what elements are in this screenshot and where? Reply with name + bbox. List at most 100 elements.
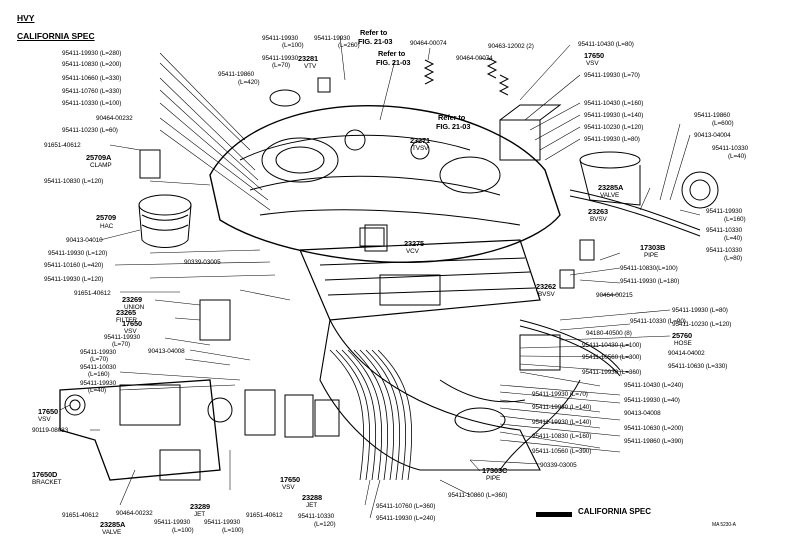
part-number: 23281 xyxy=(298,54,319,63)
part-label: 95411-10630 (L=330) xyxy=(668,363,728,370)
part-label: 95411-10330 xyxy=(712,145,749,152)
part-label: 95411-10830(L=100) xyxy=(620,265,678,272)
part-label: 95411-19930 (L=140) xyxy=(532,404,592,411)
part-label-length: (L=80) xyxy=(724,255,743,262)
reference-note: Refer to xyxy=(360,28,388,37)
part-label: 95411-19930 (L=70) xyxy=(532,391,588,398)
part-label: 95411-10030 xyxy=(80,364,117,371)
part-number: 23271 xyxy=(410,136,431,145)
part-label: 95411-10760 (L=330) xyxy=(62,88,122,95)
part-name: VSV xyxy=(282,484,295,491)
part-number: 25760 xyxy=(672,331,693,340)
part-label: 95411-10160 (L=420) xyxy=(44,262,104,269)
part-label: 90464-00074 xyxy=(456,55,493,62)
part-label: 90339-03005 xyxy=(184,259,221,266)
part-label: 95411-10330 xyxy=(706,247,743,254)
part-label: 95411-19930 xyxy=(154,519,191,526)
part-label: 90414-04002 xyxy=(668,350,705,357)
model-code: HVY xyxy=(17,13,35,23)
part-label: 90119-08083 xyxy=(32,427,69,434)
part-label: 95411-19930 xyxy=(104,334,141,341)
part-label: 95411-19930 (L=180) xyxy=(620,278,680,285)
part-label: 95411-19860 xyxy=(694,112,731,119)
part-number: 17650 xyxy=(280,475,301,484)
part-label: 95411-10430 (L=240) xyxy=(624,382,684,389)
part-label-length: (L=120) xyxy=(314,521,336,528)
part-label: 95411-19860 (L=390) xyxy=(624,438,684,445)
part-label: 95411-10660 (L=330) xyxy=(62,75,122,82)
part-label: 95411-19930 (L=70) xyxy=(584,72,640,79)
part-label: 95411-10330 (L=90) xyxy=(630,318,686,325)
reference-figure: FIG. 21-03 xyxy=(436,122,471,131)
legend-label: CALIFORNIA SPEC xyxy=(578,507,652,516)
part-label: 95411-10330 xyxy=(298,513,335,520)
part-label: 95411-10830 (L=120) xyxy=(44,178,104,185)
part-label: 91651-40612 xyxy=(246,512,283,519)
part-number: 17303C xyxy=(482,466,508,475)
part-label: 90413-04004 xyxy=(694,132,731,139)
part-label: 95411-19930 (L=140) xyxy=(532,419,592,426)
part-number: 23285A xyxy=(100,520,126,529)
part-name: VSV xyxy=(38,416,51,423)
part-label: 90413-04008 xyxy=(148,348,185,355)
part-label: 95411-19860 xyxy=(218,71,255,78)
part-name: VSV xyxy=(586,60,599,67)
part-label: 90413-04010 xyxy=(66,237,103,244)
part-name: UNION xyxy=(124,304,145,311)
part-label: 95411-19930 xyxy=(204,519,241,526)
part-name: VCV xyxy=(406,248,419,255)
part-label: 95411-10830 (L=200) xyxy=(62,61,122,68)
part-number: 17303B xyxy=(640,243,666,252)
part-name: BRACKET xyxy=(32,479,62,486)
part-label: 95411-10630 (L=200) xyxy=(624,425,684,432)
part-number: 23288 xyxy=(302,493,323,502)
part-label-length: (L=70) xyxy=(112,341,131,348)
part-name: BVSV xyxy=(538,291,555,298)
part-label: 95411-19930 (L=240) xyxy=(376,515,436,522)
part-label: 90464-00215 xyxy=(596,292,633,299)
part-number: 17650 xyxy=(122,319,143,328)
part-name: PIPE xyxy=(486,475,501,482)
part-label: 95411-10430 (L=100) xyxy=(582,342,642,349)
reference-note: Refer to xyxy=(378,49,406,58)
part-name: HAC xyxy=(100,223,114,230)
part-label: 95411-10430 (L=80) xyxy=(578,41,634,48)
reference-figure: FIG. 21-03 xyxy=(376,58,411,67)
part-label: 91651-40612 xyxy=(62,512,99,519)
part-label: 95411-19930 (L=80) xyxy=(584,136,640,143)
part-label-length: (L=600) xyxy=(712,120,734,127)
part-label: 95411-19930 (L=280) xyxy=(62,50,122,57)
part-name: TVSV xyxy=(412,145,429,152)
part-label-length: (L=160) xyxy=(724,216,746,223)
reference-note: Refer to xyxy=(438,113,466,122)
part-label-length: (L=100) xyxy=(282,42,304,49)
part-name: HOSE xyxy=(674,340,692,347)
part-label: 90339-03005 xyxy=(540,462,577,469)
part-number: 17650 xyxy=(584,51,605,60)
part-label-length: (L=100) xyxy=(222,527,244,534)
part-name: PIPE xyxy=(644,252,659,259)
part-label-length: (L=40) xyxy=(728,153,747,160)
part-number: 23263 xyxy=(588,207,609,216)
part-label: 90464-00232 xyxy=(116,510,153,517)
part-label: 95411-19930 xyxy=(706,208,743,215)
part-label: 91651-40612 xyxy=(44,142,81,149)
engine-illustration xyxy=(59,57,719,481)
part-label: 90464-00232 xyxy=(96,115,133,122)
part-label: 95411-10230 (L=60) xyxy=(62,127,118,134)
part-label-length: (L=70) xyxy=(272,62,291,69)
part-label: 95411-19930 (L=40) xyxy=(624,397,680,404)
part-label-length: (L=100) xyxy=(172,527,194,534)
part-number: 23285A xyxy=(598,183,624,192)
part-number: 17650 xyxy=(38,407,59,416)
part-label: 90464-00074 xyxy=(410,40,447,47)
part-number: 25709 xyxy=(96,213,117,222)
part-label: 95411-19930 xyxy=(80,380,117,387)
part-number: 23289 xyxy=(190,502,211,511)
part-label: 90463-12002 (2) xyxy=(488,43,534,50)
part-label: 95411-19930 (L=80) xyxy=(672,307,728,314)
part-name: VALVE xyxy=(600,192,620,199)
part-label: 95411-19930 xyxy=(314,35,351,42)
part-label: 95411-10560 (L=390) xyxy=(532,448,592,455)
